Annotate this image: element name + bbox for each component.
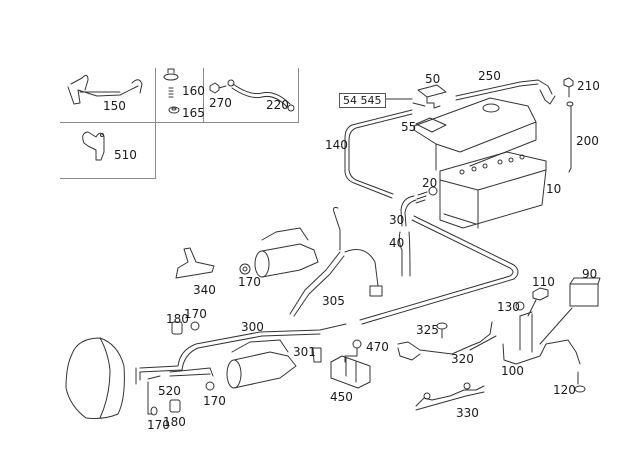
callout-160[interactable]: 160 <box>182 84 205 98</box>
callout-120[interactable]: 120 <box>553 383 576 397</box>
callout-165[interactable]: 165 <box>182 106 205 120</box>
battery-cover-part <box>413 97 537 171</box>
callout-325[interactable]: 325 <box>416 323 439 337</box>
callout-10[interactable]: 10 <box>546 182 562 196</box>
bus-strip-320-part <box>397 321 497 361</box>
callout-320[interactable]: 320 <box>451 352 474 366</box>
callout-510[interactable]: 510 <box>114 148 137 162</box>
inset-grid-bottom-line <box>60 122 299 123</box>
callout-20[interactable]: 20 <box>422 176 438 190</box>
nut-170-part <box>239 263 251 275</box>
callout-170-upper[interactable]: 170 <box>238 275 261 289</box>
bus-strip-330-part <box>415 382 485 411</box>
cable-300-part <box>135 323 347 385</box>
callout-270[interactable]: 270 <box>209 96 232 110</box>
inset-grid-right-border <box>298 68 299 123</box>
callout-220[interactable]: 220 <box>266 98 289 112</box>
bolt-325-part <box>436 322 448 339</box>
inset-grid-divider-1 <box>155 68 156 179</box>
bracket-510-part <box>82 131 105 161</box>
starter-motor-lower-part <box>226 339 297 389</box>
callout-170-lower-right[interactable]: 170 <box>203 394 226 408</box>
starter-motor-upper-part <box>254 227 319 278</box>
battery-cable-140-lower <box>359 215 519 325</box>
cap-110-part <box>527 287 549 317</box>
alternator-part <box>65 337 125 419</box>
callout-300[interactable]: 300 <box>241 320 264 334</box>
callout-150[interactable]: 150 <box>103 99 126 113</box>
ground-cable-220-part <box>227 79 295 112</box>
bracket-100-part <box>502 311 581 365</box>
callout-170-mid[interactable]: 170 <box>184 307 207 321</box>
bracket-340-part <box>175 247 215 279</box>
callout-301[interactable]: 301 <box>293 345 316 359</box>
callout-90[interactable]: 90 <box>582 267 598 281</box>
callout-305[interactable]: 305 <box>322 294 345 308</box>
callout-130[interactable]: 130 <box>497 300 520 314</box>
reference-box-54545[interactable]: 54 545 <box>339 93 386 108</box>
callout-340[interactable]: 340 <box>193 283 216 297</box>
callout-55[interactable]: 55 <box>401 120 417 134</box>
grommet-120-part <box>574 371 586 393</box>
battery-cable-140-part <box>344 109 413 199</box>
callout-180-upper[interactable]: 180 <box>166 312 189 326</box>
callout-200[interactable]: 200 <box>576 134 599 148</box>
small-parts-180-170-part <box>147 321 215 416</box>
callout-170-lower-left[interactable]: 170 <box>147 418 170 432</box>
callout-100[interactable]: 100 <box>501 364 524 378</box>
clip-301-part <box>312 347 322 363</box>
callout-250[interactable]: 250 <box>478 69 501 83</box>
bolt-spring-160-165-part <box>163 68 180 114</box>
vent-hose-parts <box>398 186 438 277</box>
battery-10-part <box>439 151 547 229</box>
nut-130-part <box>515 301 525 311</box>
callout-330[interactable]: 330 <box>456 406 479 420</box>
ground-strap-200-part <box>566 101 574 173</box>
callout-40[interactable]: 40 <box>389 236 405 250</box>
callout-520[interactable]: 520 <box>158 384 181 398</box>
bracket-150-part <box>67 74 143 105</box>
terminal-cap-50-part <box>417 84 447 109</box>
callout-180-lower[interactable]: 180 <box>163 415 186 429</box>
sensor-lead-part <box>412 102 426 107</box>
callout-110[interactable]: 110 <box>532 275 555 289</box>
holder-450-part <box>330 355 371 389</box>
cable-305-part <box>289 207 383 317</box>
callout-470[interactable]: 470 <box>366 340 389 354</box>
callout-450[interactable]: 450 <box>330 390 353 404</box>
callout-30[interactable]: 30 <box>389 213 405 227</box>
relay-90-part <box>539 277 601 345</box>
callout-140[interactable]: 140 <box>325 138 348 152</box>
callout-50[interactable]: 50 <box>425 72 441 86</box>
inset-grid-divider-2 <box>203 68 204 123</box>
nut-470-part <box>344 339 362 363</box>
callout-210[interactable]: 210 <box>577 79 600 93</box>
positive-cable-250-part <box>455 79 556 105</box>
bolt-270-part <box>209 82 227 94</box>
bolt-210-part <box>563 77 574 98</box>
inset-grid-lower-bottom <box>60 178 156 179</box>
